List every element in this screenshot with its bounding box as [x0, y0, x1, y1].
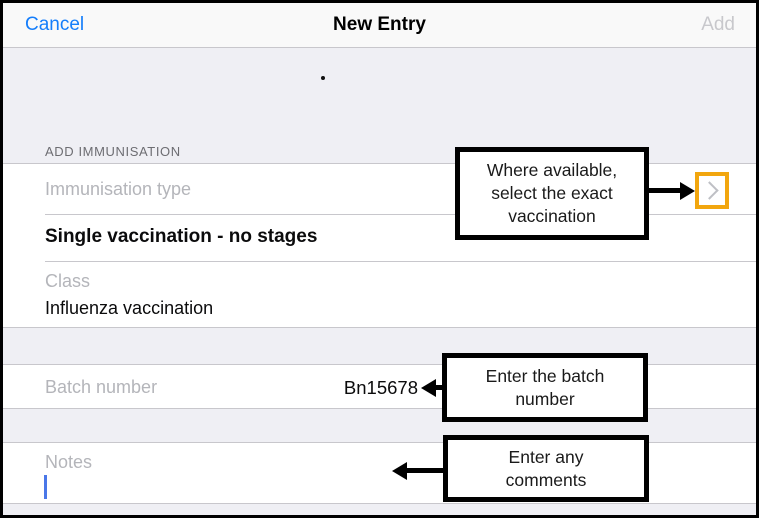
add-button[interactable]: Add [701, 14, 735, 35]
batch-callout: Enter the batch number [442, 353, 648, 422]
divider [0, 503, 759, 504]
divider [45, 261, 759, 262]
chevron-highlight-box [695, 172, 729, 209]
stray-dot [321, 76, 325, 80]
batch-number-label: Batch number [45, 377, 158, 397]
arrow-right-icon [680, 182, 695, 200]
notes-label: Notes [45, 452, 93, 472]
nav-bar: Cancel New Entry Add [0, 0, 759, 48]
divider [0, 327, 759, 328]
batch-number-value[interactable]: Bn15678 [343, 377, 418, 398]
class-label: Class [45, 271, 91, 291]
arrow-left-icon [434, 385, 444, 390]
page-title: New Entry [333, 14, 426, 35]
section-header: ADD IMMUNISATION [45, 144, 181, 159]
immunisation-type-label: Immunisation type [45, 179, 192, 199]
arrow-left-icon [405, 468, 445, 473]
divider [0, 408, 759, 409]
arrow-left-icon [392, 462, 407, 480]
cancel-button[interactable]: Cancel [25, 14, 85, 35]
divider [0, 364, 759, 365]
vaccination-callout: Where available, select the exact vaccin… [455, 147, 649, 240]
divider [0, 442, 759, 443]
arrow-right-icon [649, 188, 681, 193]
class-row[interactable] [0, 262, 759, 327]
notes-callout: Enter any comments [443, 435, 649, 502]
class-value: Influenza vaccination [45, 298, 214, 318]
arrow-left-icon [421, 379, 436, 397]
divider [0, 163, 759, 164]
selected-type-value: Single vaccination - no stages [45, 226, 318, 247]
divider [45, 214, 759, 215]
text-cursor [44, 475, 47, 499]
